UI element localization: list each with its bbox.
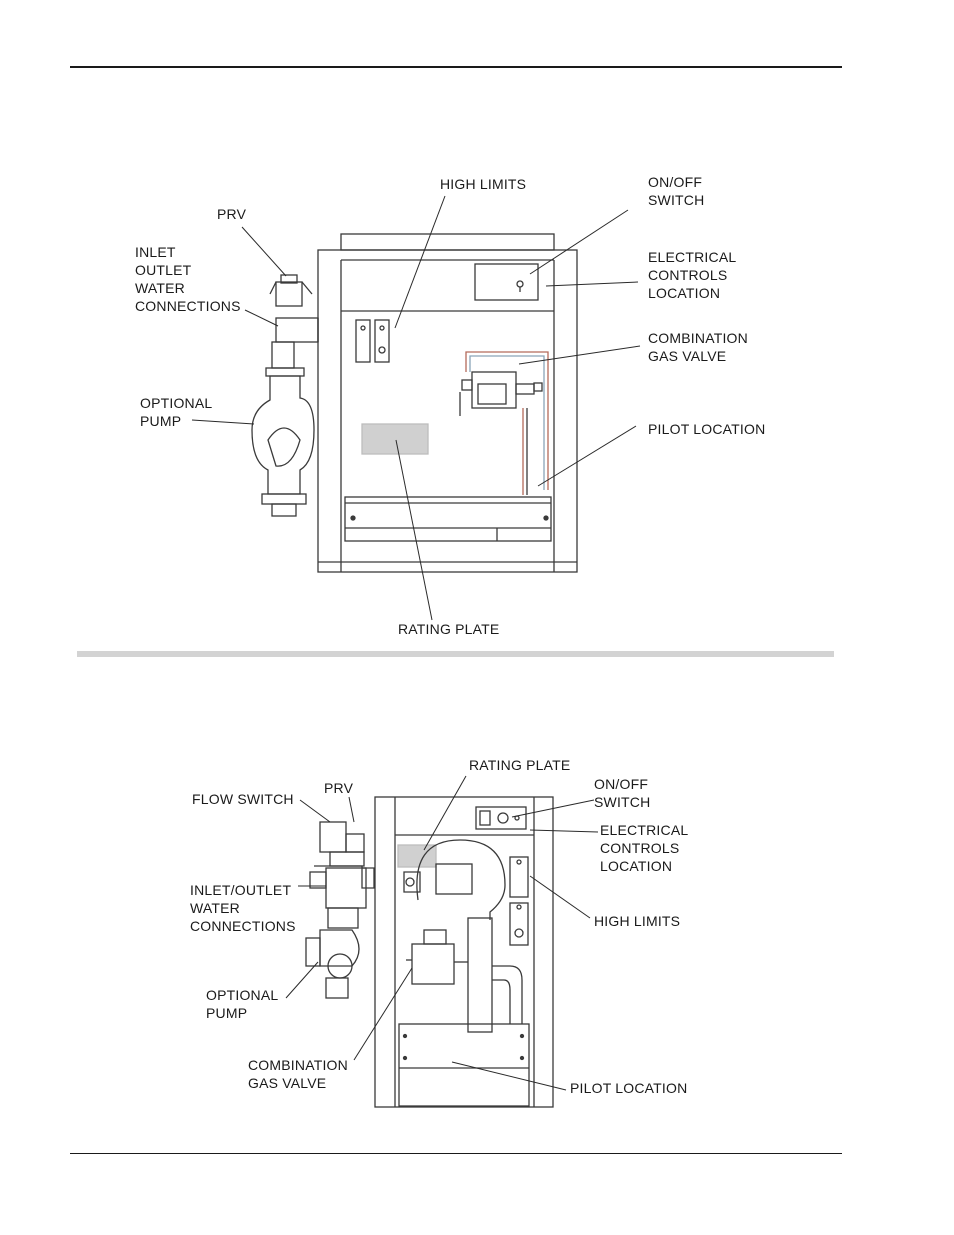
blower-assembly-2	[403, 839, 523, 1033]
rating-plate-2	[397, 844, 437, 868]
electrical-controls-box-2	[475, 806, 527, 830]
label-on-off-switch-1: ON/OFF SWITCH	[648, 174, 705, 208]
electrical-controls-box-1	[474, 263, 539, 301]
label-combination-gas-valve-1: COMBINATION GAS VALVE	[648, 330, 748, 364]
label-pilot-location-2: PILOT LOCATION	[570, 1080, 688, 1096]
top-rule	[70, 66, 842, 68]
label-rating-plate-1: RATING PLATE	[398, 621, 500, 637]
label-optional-pump-1: OPTIONAL PUMP	[140, 395, 213, 429]
high-limits-1	[355, 319, 390, 363]
cabinet-2	[374, 796, 554, 1108]
prv-and-pump-2	[305, 821, 375, 999]
leader-lines-2	[285, 775, 599, 1091]
label-high-limits-1: HIGH LIMITS	[440, 176, 527, 192]
label-rating-plate-2: RATING PLATE	[469, 757, 571, 773]
label-on-off-switch-2: ON/OFF SWITCH	[594, 776, 651, 810]
gas-valve-2	[406, 929, 468, 985]
high-limits-2	[509, 856, 529, 946]
bottom-rule	[70, 1153, 842, 1154]
label-inlet-outlet-2: INLET/OUTLET WATER CONNECTIONS	[190, 882, 296, 934]
label-electrical-controls-2: ELECTRICAL CONTROLS LOCATION	[600, 822, 689, 874]
label-optional-pump-2: OPTIONAL PUMP	[206, 987, 279, 1021]
figure-separator	[77, 651, 834, 657]
rating-plate-1	[361, 423, 429, 455]
label-inlet-outlet-1: INLET OUTLET WATER CONNECTIONS	[135, 244, 241, 314]
leader-lines-1	[191, 195, 641, 621]
prv-and-pump-1	[251, 274, 319, 517]
label-prv-1: PRV	[217, 206, 247, 222]
gas-piping-1	[459, 351, 549, 495]
label-combination-gas-valve-2: COMBINATION GAS VALVE	[248, 1057, 348, 1091]
label-high-limits-2: HIGH LIMITS	[594, 913, 681, 929]
label-flow-switch-2: FLOW SWITCH	[192, 791, 294, 807]
label-prv-2: PRV	[324, 780, 354, 796]
label-electrical-controls-1: ELECTRICAL CONTROLS LOCATION	[648, 249, 737, 301]
label-pilot-location-1: PILOT LOCATION	[648, 421, 766, 437]
cabinet-1	[317, 233, 578, 573]
